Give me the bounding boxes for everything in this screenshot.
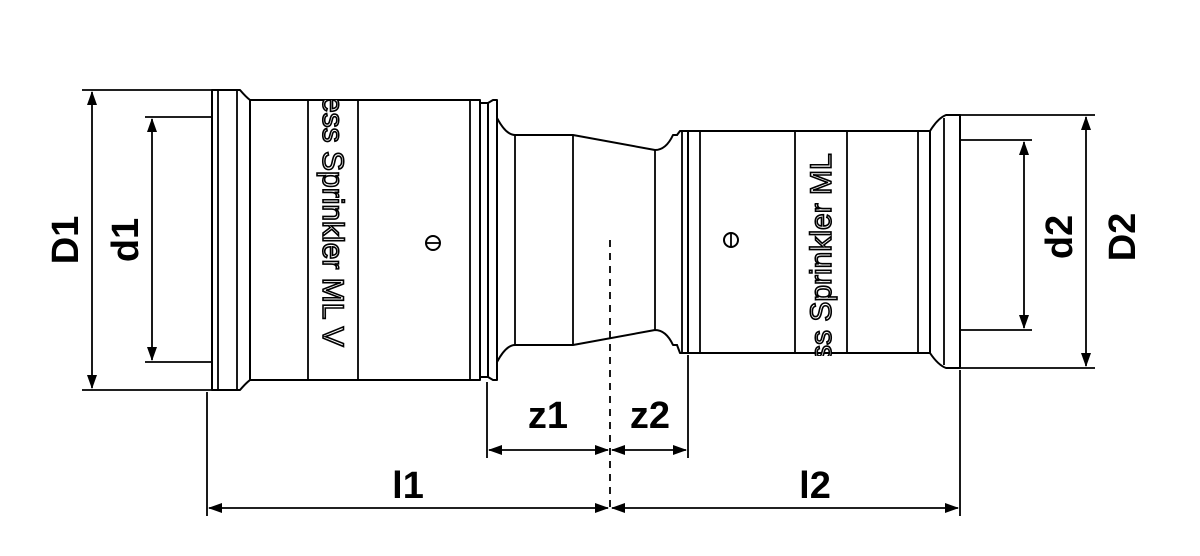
dimension-D1: D1 <box>45 89 212 391</box>
label-d2: d2 <box>1039 215 1081 259</box>
label-z2: z2 <box>630 395 670 437</box>
dimension-l: l1 l2 <box>206 370 961 516</box>
label-D2: D2 <box>1102 213 1144 262</box>
dimension-d1: d1 <box>105 116 212 363</box>
left-press-end <box>211 89 498 391</box>
dimension-d2: d2 <box>960 139 1081 331</box>
label-l1: l1 <box>392 465 424 507</box>
marking-left: ess Sprinkler ML V <box>316 96 349 347</box>
reducer-body <box>496 117 678 510</box>
label-l2: l2 <box>799 465 831 507</box>
label-d1: d1 <box>105 218 147 262</box>
dimension-D2: D2 <box>960 114 1144 369</box>
right-press-end <box>676 114 961 369</box>
label-D1: D1 <box>45 216 87 265</box>
dimension-z: z1 z2 <box>486 355 689 458</box>
label-z1: z1 <box>528 395 568 437</box>
marking-right: ss Sprinkler ML <box>805 153 838 360</box>
